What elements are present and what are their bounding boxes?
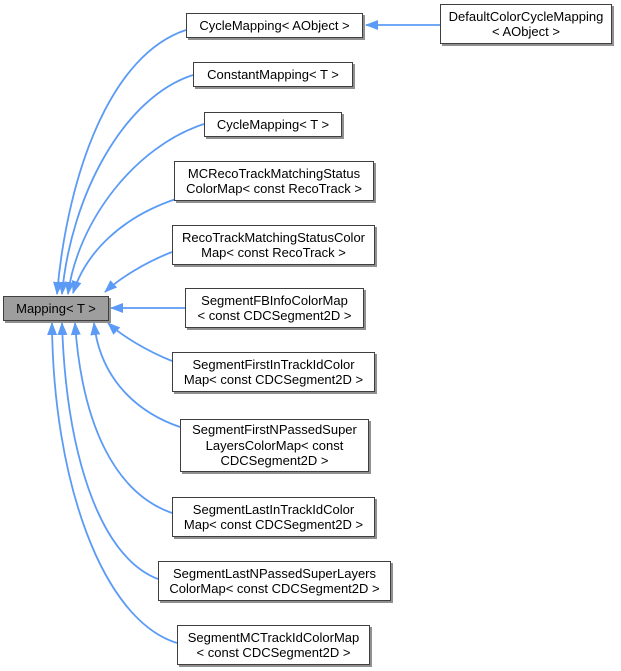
class-node-cycle-mapping-t[interactable]: CycleMapping< T > [204,112,342,137]
class-node-default-color-cycle-mapping[interactable]: DefaultColorCycleMapping < AObject > [440,4,612,44]
class-node-label: SegmentFirstInTrackIdColor Map< const CD… [183,356,364,388]
class-node-label: SegmentMCTrackIdColorMap < const CDCSegm… [187,629,360,661]
class-node-segment-first-n-passed-super-layers-color-map[interactable]: SegmentFirstNPassedSuper LayersColorMap<… [180,419,369,472]
class-node-label: RecoTrackMatchingStatusColor Map< const … [181,229,366,261]
edge-cycle-mapping-aobject-to-mapping [53,29,187,295]
class-node-constant-mapping[interactable]: ConstantMapping< T > [193,62,353,87]
edge-constant-mapping-to-mapping [58,74,194,295]
class-node-label: DefaultColorCycleMapping < AObject > [448,8,604,40]
class-node-label: SegmentLastInTrackIdColor Map< const CDC… [183,501,364,533]
class-node-segment-first-in-track-id-color-map[interactable]: SegmentFirstInTrackIdColor Map< const CD… [172,352,375,392]
class-node-label: SegmentFBInfoColorMap < const CDCSegment… [197,292,352,324]
class-node-label: SegmentLastNPassedSuperLayers ColorMap< … [169,565,380,597]
class-node-label: MCRecoTrackMatchingStatus ColorMap< cons… [186,165,362,197]
edge-segment-first-in-track-id-color-map-to-mapping [107,322,173,362]
class-node-label: SegmentFirstNPassedSuper LayersColorMap<… [192,422,357,469]
class-node-reco-track-matching-status-color-map[interactable]: RecoTrackMatchingStatusColor Map< const … [172,225,375,265]
class-node-segment-last-n-passed-super-layers-color-map[interactable]: SegmentLastNPassedSuperLayers ColorMap< … [158,561,391,601]
class-node-label: CycleMapping< T > [216,116,330,132]
edge-cycle-mapping-t-to-mapping [64,123,205,295]
class-node-mc-reco-track-matching-status-color-map[interactable]: MCRecoTrackMatchingStatus ColorMap< cons… [174,161,374,201]
class-node-label: CycleMapping< AObject > [199,17,350,33]
edge-segment-last-n-passed-super-layers-color-map-to-mapping [57,322,159,580]
class-node-segment-mc-track-id-color-map[interactable]: SegmentMCTrackIdColorMap < const CDCSegm… [177,625,370,665]
edge-segment-first-n-passed-super-layers-color-map-to-mapping [90,322,181,428]
class-node-label: Mapping< T > [16,300,96,316]
edge-segment-mc-track-id-color-map-to-mapping [47,322,178,644]
class-node-segment-fb-info-color-map[interactable]: SegmentFBInfoColorMap < const CDCSegment… [185,288,364,328]
class-node-segment-last-in-track-id-color-map[interactable]: SegmentLastInTrackIdColor Map< const CDC… [172,497,375,537]
edge-segment-last-in-track-id-color-map-to-mapping [70,322,173,514]
class-node-cycle-mapping-aobject[interactable]: CycleMapping< AObject > [186,13,363,38]
edge-mc-reco-track-matching-status-color-map-to-mapping [71,198,177,294]
class-node-label: ConstantMapping< T > [207,66,339,82]
class-node-mapping: Mapping< T > [3,296,109,321]
edge-reco-track-matching-status-color-map-to-mapping [104,251,173,293]
